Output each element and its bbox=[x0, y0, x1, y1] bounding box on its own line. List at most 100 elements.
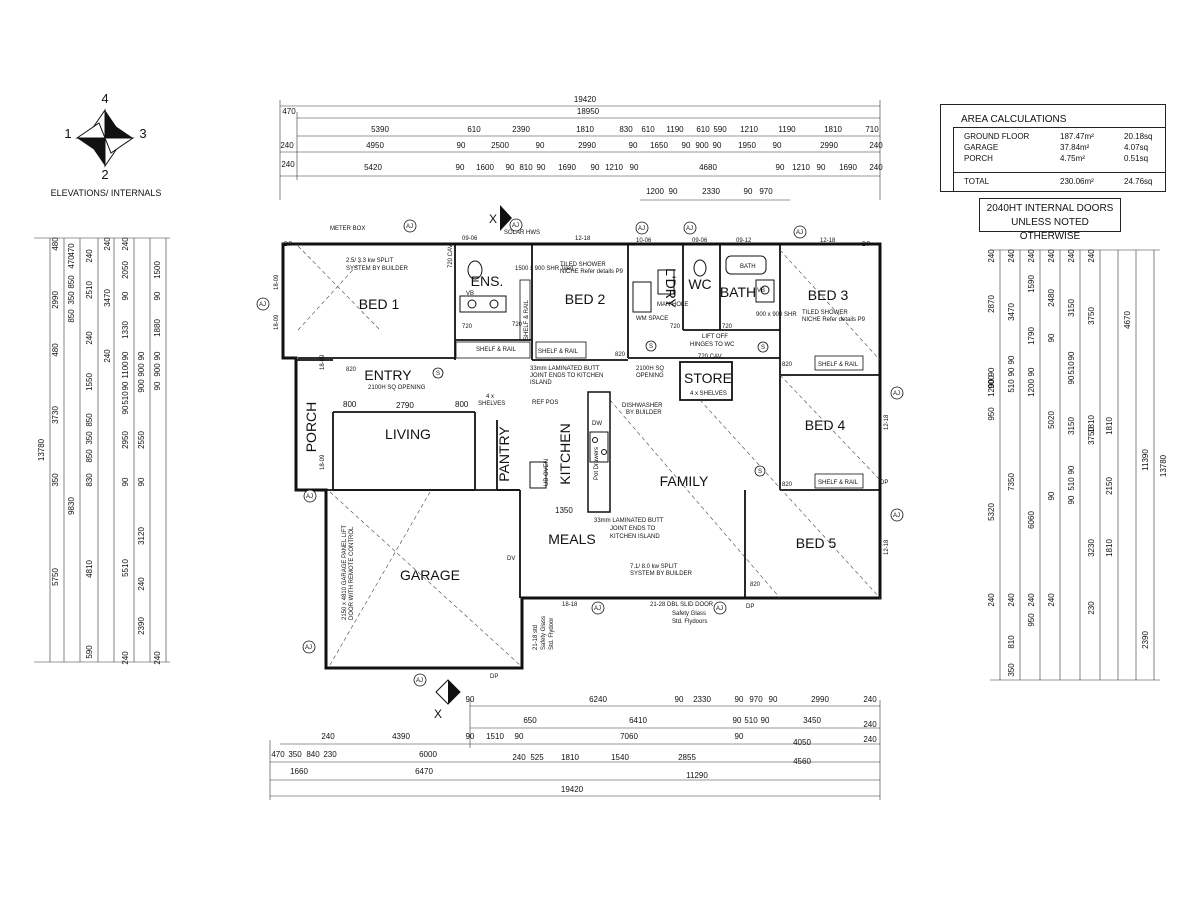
note-split-family: 7.1/ 8.0 kw SPLIT bbox=[630, 564, 678, 570]
note-oven: UB OVEN bbox=[544, 459, 550, 486]
right-dim-label: 950 bbox=[987, 407, 996, 421]
left-dim-label: 900 bbox=[153, 363, 162, 377]
left-dim-label: 5510 bbox=[121, 559, 130, 577]
note-downpipe: DP bbox=[746, 604, 754, 610]
right-dim-label: 510 bbox=[1067, 361, 1076, 375]
note-vanity: VB bbox=[466, 291, 474, 297]
left-dim-label: 470 bbox=[67, 243, 76, 257]
aj-label: AJ bbox=[512, 223, 519, 229]
compass-label-4: 4 bbox=[101, 91, 108, 106]
top-dim-label: 90 bbox=[591, 163, 600, 172]
bottom-dimension-labels: 90 6240 90 2330 90 970 90 2990 240 650 6… bbox=[271, 695, 877, 794]
top-dim-label: 1690 bbox=[839, 163, 857, 172]
bottom-dim-label: 525 bbox=[530, 753, 544, 762]
room-bed2: BED 2 bbox=[565, 291, 606, 307]
note-drawers: Pot Drawers bbox=[594, 447, 600, 480]
right-dim-label: 1810 bbox=[1105, 539, 1114, 557]
aj-label: AJ bbox=[305, 645, 312, 651]
left-dim-label: 90 bbox=[121, 405, 130, 414]
left-dim-label: 1880 bbox=[153, 319, 162, 337]
note-side-door: Safety Glass bbox=[541, 616, 547, 650]
note-vanity: VB bbox=[757, 288, 765, 294]
left-dim-label: 4810 bbox=[85, 560, 94, 578]
left-dim-label: 2050 bbox=[121, 261, 130, 279]
bottom-dim-label: 6240 bbox=[589, 695, 607, 704]
top-dim-label: 240 bbox=[280, 141, 294, 150]
room-bath: BATH bbox=[720, 284, 756, 300]
left-dim-label: 240 bbox=[103, 237, 112, 251]
right-dim-label: 240 bbox=[987, 593, 996, 607]
note-laminated: ISLAND bbox=[530, 380, 552, 386]
top-dim-label: 1600 bbox=[476, 163, 494, 172]
right-dim-label: 350 bbox=[1007, 663, 1016, 677]
room-kitchen: KITCHEN bbox=[557, 423, 573, 484]
top-dim-label: 1950 bbox=[738, 141, 756, 150]
top-dim-label: 5420 bbox=[364, 163, 382, 172]
note-window: 18-18 bbox=[562, 602, 578, 608]
note-opening: 2100H SQ bbox=[636, 366, 664, 372]
left-dim-label: 240 bbox=[85, 331, 94, 345]
exterior-walls bbox=[281, 242, 882, 670]
left-dim-label: 850 bbox=[85, 413, 94, 427]
bottom-dim-label: 240 bbox=[512, 753, 526, 762]
note-laminated: 33mm LAMINATED BUTT bbox=[594, 518, 664, 524]
top-dim-label: 90 bbox=[744, 187, 753, 196]
right-dim-label: 90 bbox=[1007, 367, 1016, 376]
note-shelf-rail: SHELF & RAIL bbox=[818, 362, 859, 368]
right-dim-label: 5020 bbox=[1047, 411, 1056, 429]
bottom-dim-label: 240 bbox=[863, 695, 877, 704]
left-dim-label: 90 bbox=[153, 291, 162, 300]
note-shelves: 4 x bbox=[486, 394, 494, 400]
note-downpipe: DP bbox=[880, 480, 888, 486]
left-dim-label: 480 bbox=[51, 343, 60, 357]
top-dim-label: 90 bbox=[682, 141, 691, 150]
internal-doors-note: 2040HT INTERNAL DOORS UNLESS NOTED OTHER… bbox=[979, 198, 1121, 242]
left-dim-label: 90 bbox=[137, 477, 146, 486]
note-manhole: MAN HOLE bbox=[657, 302, 688, 308]
note-garage-door: DOOR WITH REMOTE CONTROL bbox=[349, 526, 355, 620]
top-dim-label: 90 bbox=[506, 163, 515, 172]
bottom-dim-label: 6000 bbox=[419, 750, 437, 759]
smoke-detector-label: S bbox=[649, 344, 653, 350]
smoke-detector-label: S bbox=[758, 469, 762, 475]
left-dim-label: 3120 bbox=[137, 527, 146, 545]
left-dim-label: 590 bbox=[85, 645, 94, 659]
left-dim-label: 9830 bbox=[67, 497, 76, 515]
left-dim-label: 240 bbox=[153, 651, 162, 665]
note-door-width: 820 bbox=[750, 582, 761, 588]
right-dim-label: 240 bbox=[1027, 593, 1036, 607]
right-dim-label: 3230 bbox=[1087, 539, 1096, 557]
top-dim-label: 1650 bbox=[650, 141, 668, 150]
room-bed4: BED 4 bbox=[805, 417, 846, 433]
right-dim-label: 3750 bbox=[1087, 427, 1096, 445]
room-labels: BED 1 ENS. BED 2 L'DRY WC BATH BED 3 ENT… bbox=[303, 268, 848, 583]
note-shower-bath: 900 x 900 SHR bbox=[756, 312, 797, 318]
left-dim-label: 3730 bbox=[51, 406, 60, 424]
top-dim-label: 240 bbox=[281, 160, 295, 169]
note-window: 18-09 bbox=[320, 354, 326, 370]
internal-doors-line1: 2040HT INTERNAL DOORS bbox=[986, 203, 1114, 214]
top-dimension-labels: 19420 470 18950 5390 610 2390 1810 830 6… bbox=[280, 95, 883, 196]
top-dim-label: 1690 bbox=[558, 163, 576, 172]
aj-label: AJ bbox=[406, 224, 413, 230]
top-dim-label: 2390 bbox=[512, 125, 530, 134]
bottom-dim-label: 4390 bbox=[392, 732, 410, 741]
area-row-sq: 4.07sq bbox=[1124, 143, 1149, 152]
left-dim-label: 2550 bbox=[137, 431, 146, 449]
left-dim-label: 470 bbox=[67, 255, 76, 269]
top-dim-label: 4950 bbox=[366, 141, 384, 150]
note-cavity: 720 CAV. bbox=[698, 354, 723, 360]
left-dim-label: 240 bbox=[137, 577, 146, 591]
left-dim-label: 240 bbox=[121, 651, 130, 665]
note-downpipe: DP bbox=[490, 674, 498, 680]
top-dim-label: 90 bbox=[773, 141, 782, 150]
right-dim-label: 510 bbox=[1067, 477, 1076, 491]
top-dim-label: 90 bbox=[630, 163, 639, 172]
note-laminated: KITCHEN ISLAND bbox=[610, 534, 660, 540]
note-door-width: 720 bbox=[512, 322, 523, 328]
left-dim-label: 350 bbox=[67, 291, 76, 305]
left-dim-label: 510 bbox=[121, 391, 130, 405]
note-window: 12-18 bbox=[884, 414, 890, 430]
note-dw: DW bbox=[592, 421, 602, 427]
area-row-sq: 0.51sq bbox=[1124, 154, 1149, 163]
